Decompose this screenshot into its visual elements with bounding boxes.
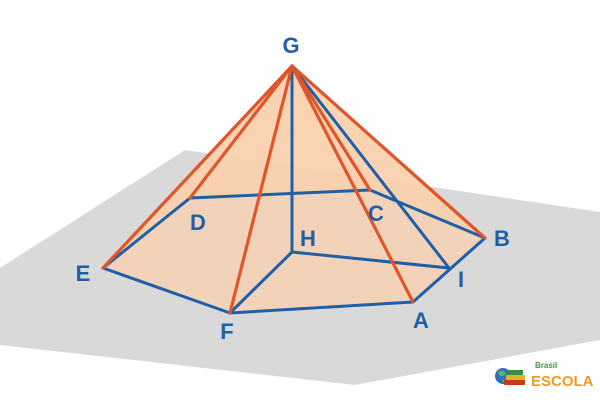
label-C: C [368,201,384,226]
label-D: D [190,210,206,235]
logo-top-text: Brasil [535,361,557,370]
label-F: F [220,319,233,344]
lateral-edges [101,64,487,315]
label-G: G [282,33,299,58]
segment-HI [290,250,451,270]
apothem-GI [290,64,451,270]
brasil-escola-logo: Brasil ESCOLA [495,361,594,390]
label-A: A [413,308,429,333]
label-H: H [300,226,316,251]
edge-GA [290,64,415,304]
edge-GC [290,64,372,192]
face-GDC [190,66,370,198]
edge-GF [228,64,294,315]
label-I: I [458,267,464,292]
label-B: B [494,226,510,251]
segment-HF [228,250,294,315]
books-icon [506,375,525,380]
edge-GD [188,64,294,200]
vertex-labels: G D C H B E I F A [76,33,510,344]
edge-GE [101,64,294,270]
inner-segments [228,64,451,315]
logo-main-text: ESCOLA [531,373,594,390]
edge-GB [290,64,487,240]
label-E: E [76,261,91,286]
